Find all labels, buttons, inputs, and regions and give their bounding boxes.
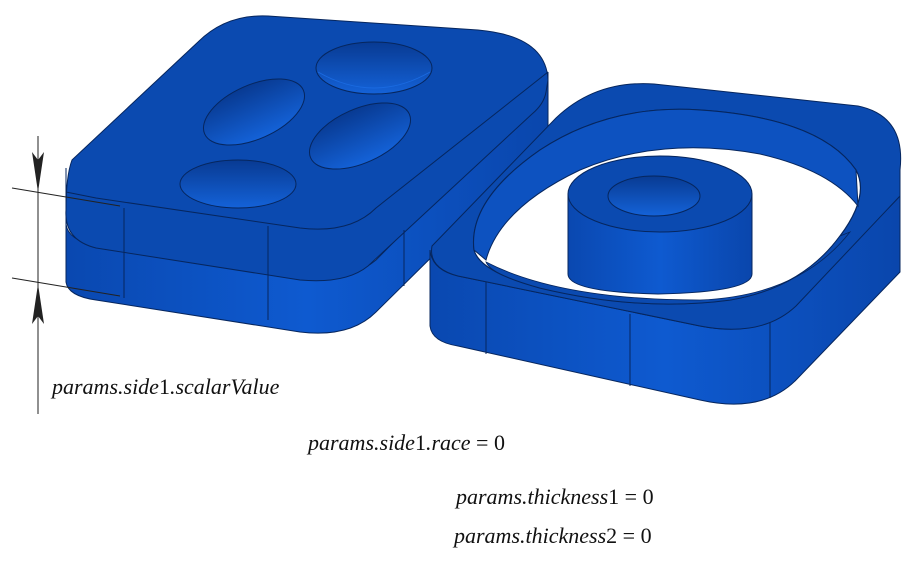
thickness-dimension: [11, 136, 121, 414]
hole-bottom: [179, 159, 297, 209]
left-slab-edge: [65, 71, 549, 230]
hole-top: [315, 41, 433, 95]
left-slab: [65, 15, 549, 334]
right-frame: [429, 83, 902, 405]
equation-name: params.side: [308, 430, 415, 455]
equation-thickness2: params.thickness2 = 0: [454, 525, 652, 547]
inner-tube: [567, 155, 753, 295]
equation-index: 2: [606, 523, 618, 548]
extension-line-bottom: [11, 277, 121, 297]
dimension-label-index: 1: [158, 374, 170, 399]
dimension-label-name: params.side: [52, 374, 159, 399]
equation-rhs: = 0: [470, 430, 505, 455]
dimension-label-suffix: .scalarValue: [169, 374, 280, 399]
right-frame-floor: [485, 231, 852, 305]
equation-name: params.thickness: [454, 523, 607, 548]
equation-index: 1: [608, 484, 620, 509]
left-slab-top: [65, 15, 549, 282]
equation-suffix: .race: [425, 430, 471, 455]
hole-left-middle: [202, 78, 306, 146]
dimension-label: params.side1.scalarValue: [52, 376, 279, 398]
arrow-up-icon: [32, 284, 44, 324]
equation-index: 1: [414, 430, 426, 455]
equation-rhs: = 0: [619, 484, 654, 509]
extension-line-top: [11, 187, 121, 207]
equation-side1-race: params.side1.race = 0: [308, 432, 505, 454]
right-frame-inner-wall: [473, 108, 859, 261]
equation-name: params.thickness: [456, 484, 609, 509]
equation-thickness1: params.thickness1 = 0: [456, 486, 654, 508]
arrow-down-icon: [32, 152, 44, 192]
hole-right-middle: [308, 102, 412, 170]
equation-rhs: = 0: [617, 523, 652, 548]
